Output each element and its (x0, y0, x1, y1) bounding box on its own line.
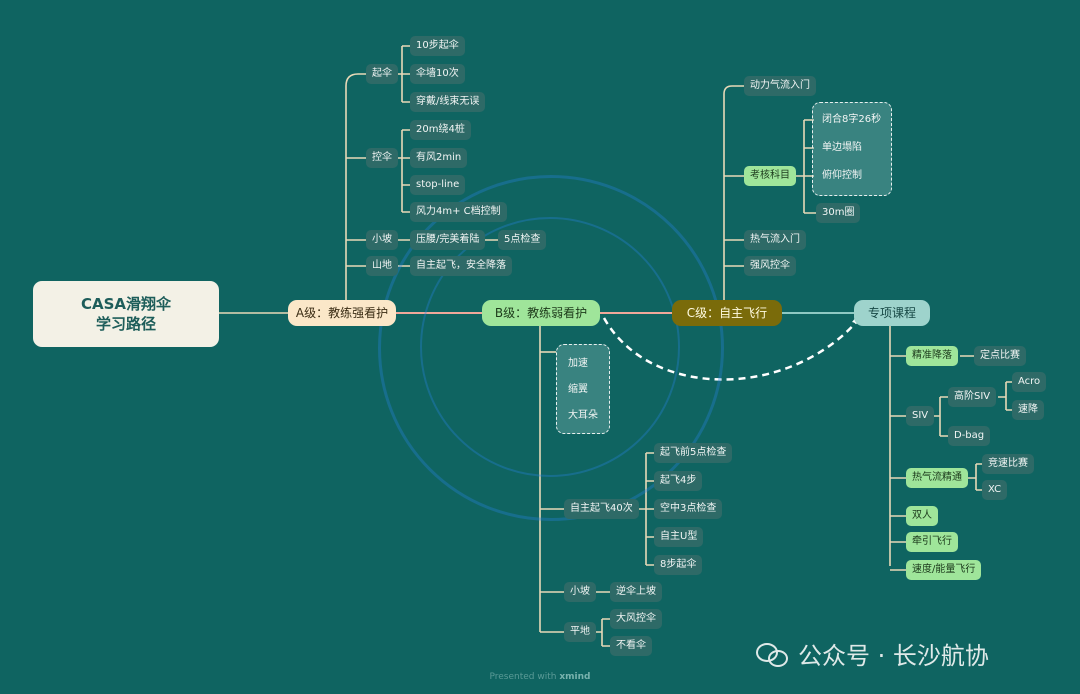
level-a-node: A级：教练强看护 (288, 300, 396, 326)
s-speed: 速度/能量飞行 (906, 560, 982, 580)
b-zizhu-item-5: 8步起伞 (654, 555, 703, 575)
c-exam-extra: 30m圈 (816, 203, 861, 223)
watermark-ring-inner (420, 217, 680, 477)
footer-brand: xmind (559, 672, 591, 682)
c-exam-item-3: 俯仰控制 (822, 170, 862, 181)
level-b-node: B级：教练弱看护 (482, 300, 600, 326)
c-dashed-group (812, 102, 892, 196)
level-c-node: C级：自主飞行 (672, 300, 782, 326)
b-dashed-group (556, 344, 610, 434)
footer: Presented with xmind (0, 672, 1080, 682)
b-xiaopo: 小坡 (564, 582, 596, 602)
s-siv-adv-item-1: Acro (1012, 372, 1047, 392)
a-shandi: 山地 (366, 256, 398, 276)
footer-prefix: Presented with (489, 672, 557, 682)
wechat-brand: 公众号 · 长沙航协 (756, 636, 989, 671)
watermark-ring (378, 175, 724, 521)
c-strongwind: 强风控伞 (744, 256, 796, 276)
a-shandi-item: 自主起飞，安全降落 (410, 256, 512, 276)
root-line-2: 学习路径 (95, 315, 156, 333)
b-zizhu-item-2: 起飞4步 (654, 471, 703, 491)
a-qisan-item-1: 10步起伞 (410, 36, 465, 56)
b-box-item-3: 大耳朵 (568, 410, 598, 421)
a-kongsan-item-2: 有风2min (410, 148, 468, 168)
b-zizhu-item-1: 起飞前5点检查 (654, 443, 733, 463)
c-exam: 考核科目 (744, 166, 796, 186)
a-xiaopo-item: 压腰/完美着陆 (410, 230, 486, 250)
a-qisan-item-2: 伞墙10次 (410, 64, 465, 84)
root-line-1: CASA滑翔伞 (80, 294, 172, 313)
s-precision-item: 定点比赛 (974, 346, 1026, 366)
c-top: 动力气流入门 (744, 76, 816, 96)
b-xiaopo-item: 逆伞上坡 (610, 582, 662, 602)
s-siv-dbag: D-bag (948, 426, 991, 446)
b-zizhu-item-3: 空中3点检查 (654, 499, 723, 519)
a-xiaopo-sub: 5点检查 (498, 230, 547, 250)
s-thermal: 热气流精通 (906, 468, 968, 488)
s-thermal-item-1: 竞速比赛 (982, 454, 1034, 474)
a-qisan: 起伞 (366, 64, 398, 84)
c-thermal: 热气流入门 (744, 230, 806, 250)
b-pingdi: 平地 (564, 622, 596, 642)
a-kongsan-item-4: 风力4m+ C档控制 (410, 202, 507, 222)
s-siv-advanced: 高阶SIV (948, 387, 997, 407)
a-kongsan-item-3: stop-line (410, 175, 466, 195)
root-node: CASA滑翔伞 学习路径 (36, 284, 216, 344)
s-thermal-item-2: XC (982, 480, 1008, 500)
a-qisan-item-3: 穿戴/线束无误 (410, 92, 486, 112)
s-siv-adv-item-2: 速降 (1012, 400, 1044, 420)
b-pingdi-item-2: 不看伞 (610, 636, 652, 656)
s-precision: 精准降落 (906, 346, 958, 366)
b-zizhu-item-4: 自主U型 (654, 527, 704, 547)
s-siv: SIV (906, 406, 935, 426)
s-tandem: 双人 (906, 506, 938, 526)
c-exam-item-1: 闭合8字26秒 (822, 114, 882, 125)
b-box-item-1: 加速 (568, 358, 588, 369)
c-exam-item-2: 单边塌陷 (822, 142, 862, 153)
special-node: 专项课程 (854, 300, 930, 326)
b-pingdi-item-1: 大风控伞 (610, 609, 662, 629)
a-kongsan-item-1: 20m绕4桩 (410, 120, 471, 140)
a-xiaopo: 小坡 (366, 230, 398, 250)
b-zizhu: 自主起飞40次 (564, 499, 639, 519)
a-kongsan: 控伞 (366, 148, 398, 168)
s-tow: 牵引飞行 (906, 532, 958, 552)
brand-text: 公众号 · 长沙航协 (798, 642, 989, 670)
b-box-item-2: 缩翼 (568, 384, 588, 395)
wechat-icon (756, 641, 790, 667)
